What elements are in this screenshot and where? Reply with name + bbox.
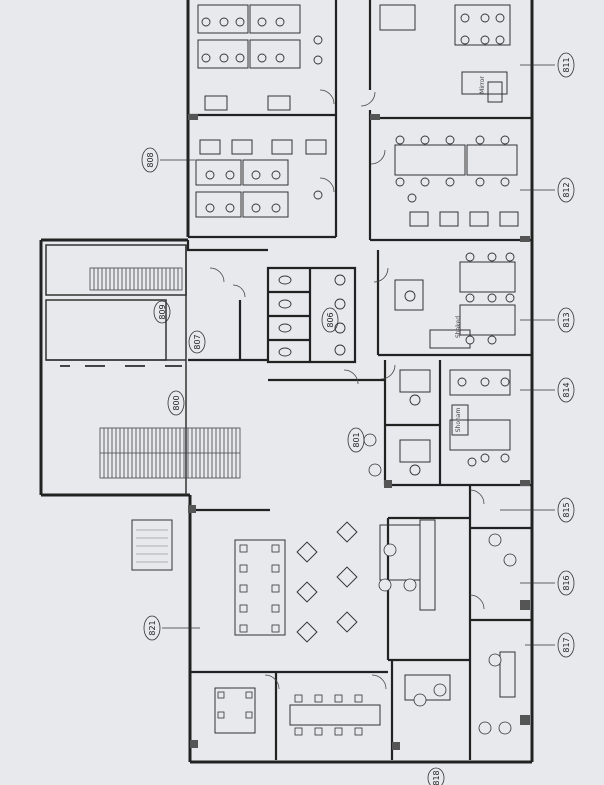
chairs-814 [409,377,510,476]
room-tag-814: 814 [562,382,571,397]
lounge-tables [296,521,358,643]
structural-columns [188,114,530,750]
stair-upper [89,267,183,291]
lounge-801 [214,519,516,734]
workstations-808 [195,4,327,218]
room-tag-815: 815 [562,502,571,517]
room-tags [141,52,575,785]
room-tag-801: 801 [352,432,361,447]
room-tag-807: 807 [193,334,202,349]
room-tag-812: 812 [562,182,571,197]
room-tag-806: 806 [326,312,335,327]
workstations-814 [399,369,511,463]
room-tag-809: 809 [158,304,167,319]
chairs-808 [201,17,323,213]
shoham-label: Shoham [455,408,462,433]
partitions [186,0,532,760]
room-tag-821: 821 [148,620,157,635]
lounge-chairs [217,433,517,736]
legend-box [131,519,173,571]
chairs-811-812 [395,13,510,203]
room-tag-800: 800 [172,395,181,410]
room-tag-813: 813 [562,312,571,327]
room-tag-817: 817 [562,637,571,652]
room-tag-811: 811 [562,57,571,72]
toilets-806 [278,274,346,357]
room-tag-816: 816 [562,575,571,590]
room-tag-808: 808 [146,152,155,167]
building-outline [39,0,534,764]
stair-lower [99,427,241,479]
mirror-label: Mirror [479,76,486,94]
workstations-813 [394,261,516,349]
door-swings [209,89,485,690]
shaked-label: Shaked [455,316,462,338]
workstations-811-812 [379,4,519,227]
room-tag-818: 818 [432,770,441,785]
chairs-813 [404,252,515,345]
